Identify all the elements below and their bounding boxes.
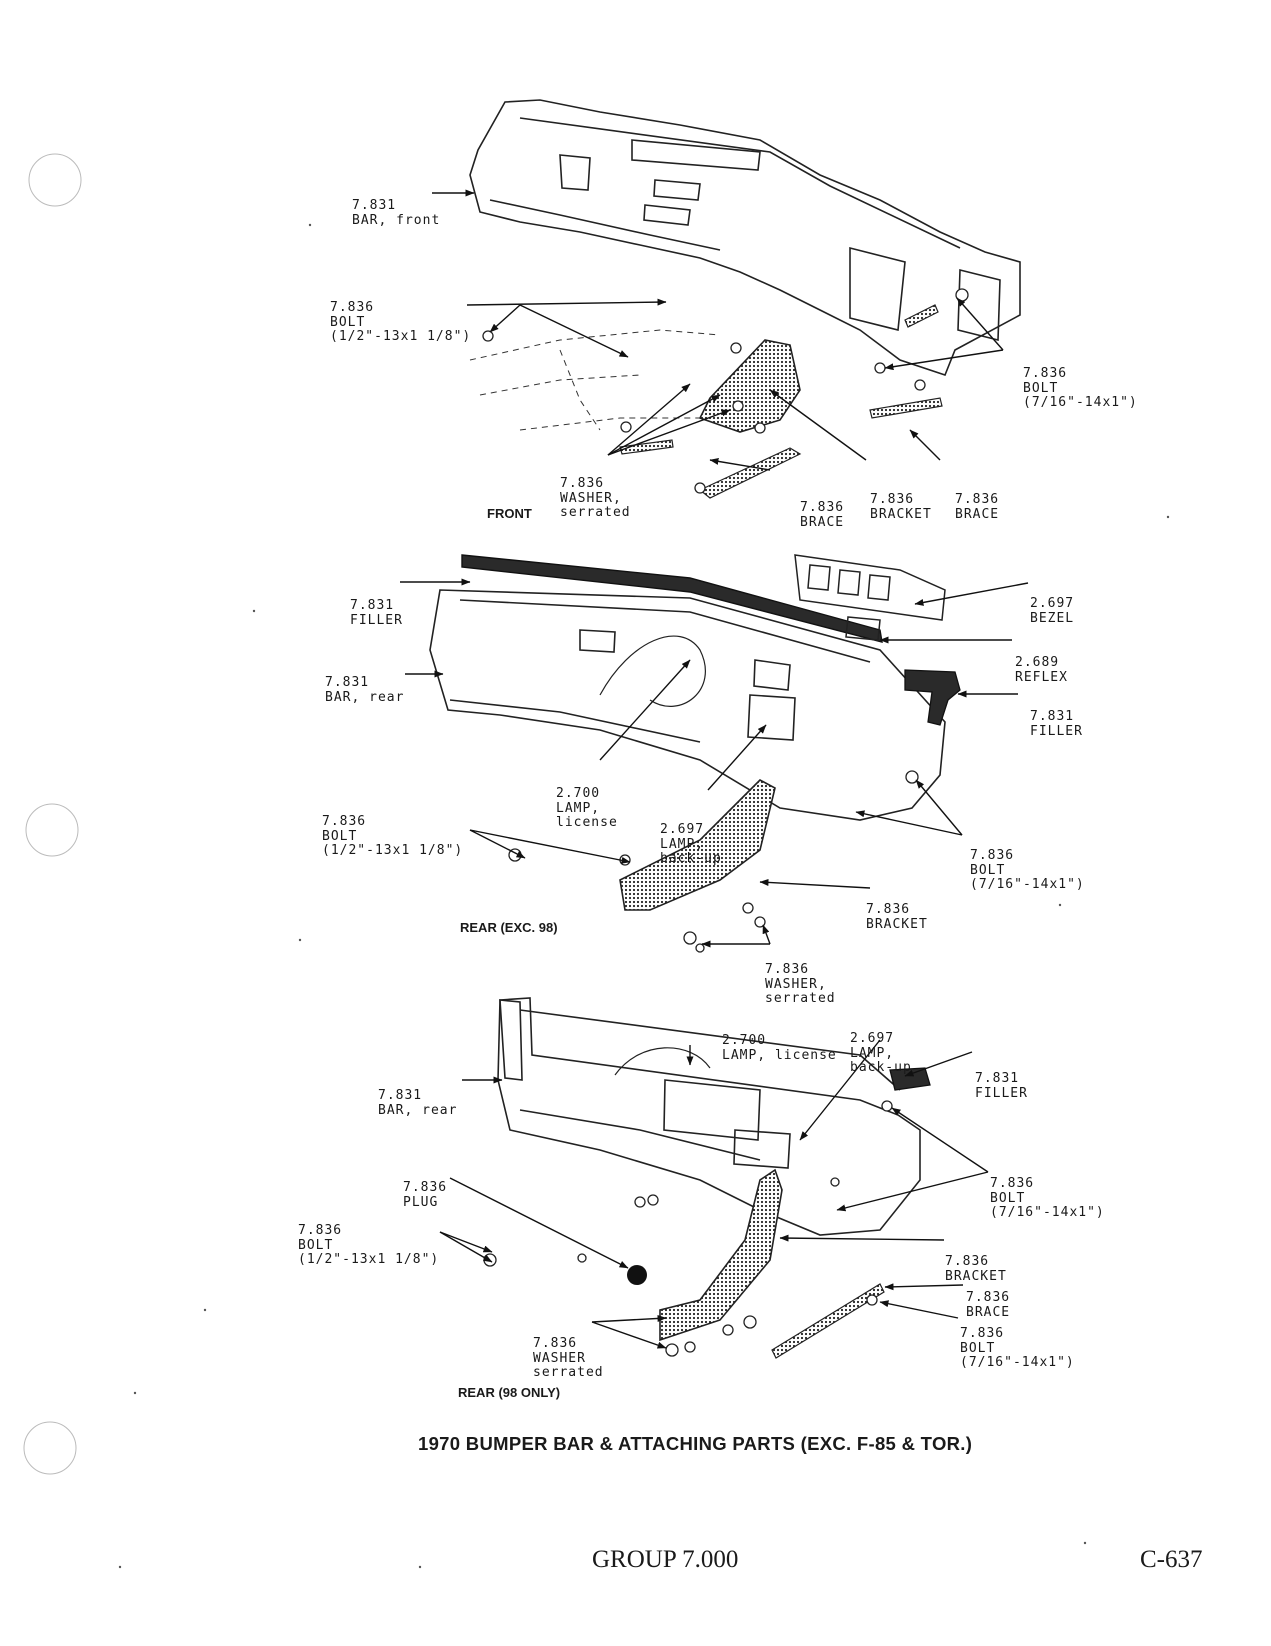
rear98-mount-bracket <box>659 1168 783 1342</box>
rear98-leader-lines <box>439 1039 989 1349</box>
rear98-brace <box>771 1283 885 1359</box>
page-title: 1970 BUMPER BAR & ATTACHING PARTS (EXC. … <box>418 1433 973 1454</box>
front-mount-bracket <box>698 339 801 433</box>
rear98-section-label: REAR (98 ONLY) <box>458 1385 561 1400</box>
rear98-filler <box>889 1067 931 1091</box>
group-number: GROUP 7.000 <box>592 1546 739 1573</box>
punch-hole-middle <box>25 803 79 857</box>
front-bumper-bar <box>469 99 1021 376</box>
rear-mount-bracket <box>619 779 776 911</box>
rear-bumper-bar <box>429 589 946 821</box>
front-leader-lines <box>432 189 1004 471</box>
rear-bezel <box>794 554 946 641</box>
rear98-plug <box>627 1265 647 1285</box>
scan-specks <box>118 223 1170 1569</box>
front-section-label: FRONT <box>487 506 532 521</box>
front-frame-dashed <box>469 329 721 431</box>
punch-hole-top <box>28 153 82 207</box>
rear-exc98-section-label: REAR (EXC. 98) <box>460 920 558 935</box>
rear-filler-strip <box>461 554 883 643</box>
rear98-fasteners <box>483 1100 893 1357</box>
rear98-bumper-bar <box>497 997 921 1236</box>
rear98-wire-harness <box>614 1047 711 1076</box>
front-fasteners <box>482 288 969 494</box>
rear-wire-harness <box>599 635 706 707</box>
front-braces <box>619 304 943 499</box>
rear-leader-lines <box>400 578 1029 948</box>
punch-hole-bottom <box>23 1421 77 1475</box>
page-number: C-637 <box>1140 1546 1203 1573</box>
rear-filler-small <box>904 669 961 726</box>
